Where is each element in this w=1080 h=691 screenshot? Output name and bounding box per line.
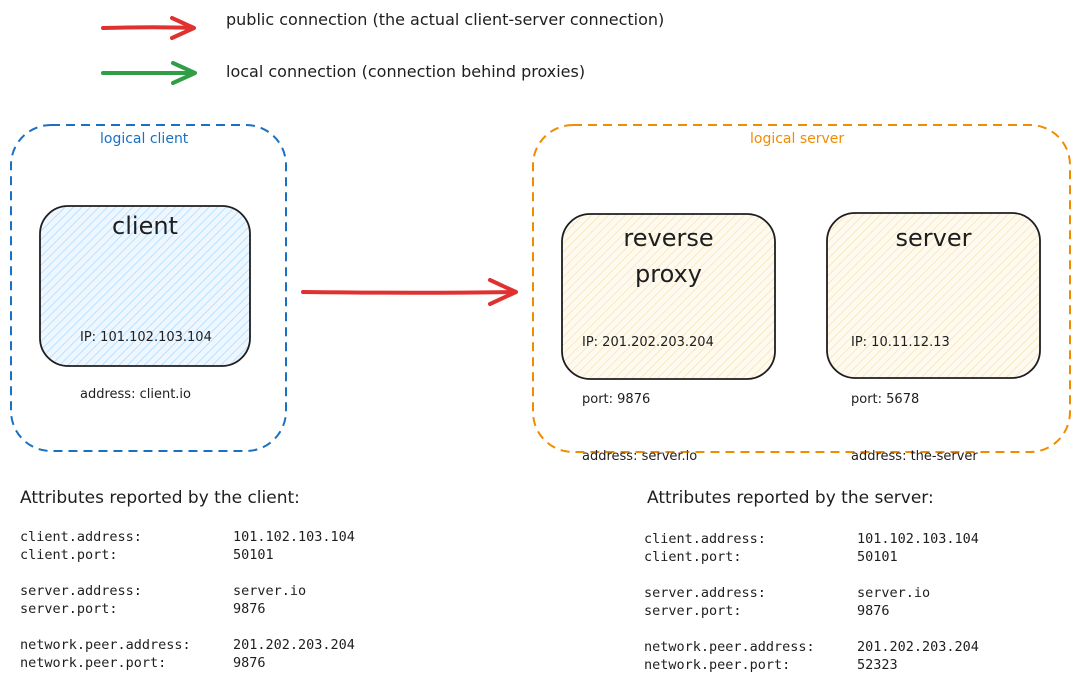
proxy-address-line: address: server.io xyxy=(582,449,698,464)
attr-value: 101.102.103.104 xyxy=(233,529,355,545)
attr-row: network.peer.port: 9876 xyxy=(20,654,355,672)
attr-key: client.port: xyxy=(20,547,118,563)
attr-value: 201.202.203.204 xyxy=(857,639,979,655)
logical-client-group xyxy=(10,124,287,452)
attr-value: 9876 xyxy=(857,603,890,619)
server-port-line: port: 5678 xyxy=(851,392,920,407)
attr-key: server.address: xyxy=(20,583,142,599)
attr-row: client.port: 50101 xyxy=(644,548,979,566)
attr-row: client.address: 101.102.103.104 xyxy=(644,530,979,548)
attr-key: network.peer.address: xyxy=(644,639,815,655)
attr-key: server.port: xyxy=(20,601,118,617)
attr-row: server.address: server.io xyxy=(20,582,355,600)
attr-key: network.peer.port: xyxy=(20,655,167,671)
attr-key: client.port: xyxy=(644,549,742,565)
logical-server-label: logical server xyxy=(750,131,845,147)
client-node xyxy=(39,205,251,367)
legend-local-label: local connection (connection behind prox… xyxy=(226,62,586,81)
attr-key: network.peer.port: xyxy=(644,657,791,673)
logical-client-label: logical client xyxy=(100,131,189,147)
server-ip-line: IP: 10.11.12.13 xyxy=(851,335,950,350)
attr-row: network.peer.port: 52323 xyxy=(644,656,979,674)
attr-key: network.peer.address: xyxy=(20,637,191,653)
attr-value: 9876 xyxy=(233,601,266,617)
attr-value: 50101 xyxy=(857,549,898,565)
proxy-port-line: port: 9876 xyxy=(582,392,651,407)
client-attributes-table: client.address: 101.102.103.104 client.p… xyxy=(20,528,355,672)
client-node-title: client xyxy=(112,212,178,240)
proxy-node-title-line2: proxy xyxy=(635,260,702,288)
attr-row: server.port: 9876 xyxy=(644,602,979,620)
client-attributes-title: Attributes reported by the client: xyxy=(20,488,300,508)
attr-value: 201.202.203.204 xyxy=(233,637,355,653)
legend-public-arrow xyxy=(101,16,196,40)
logical-server-group xyxy=(532,124,1071,453)
attr-value: server.io xyxy=(233,583,307,599)
server-attributes-title: Attributes reported by the server: xyxy=(647,488,934,508)
legend-public-label: public connection (the actual client-ser… xyxy=(226,10,665,29)
attr-row: server.address: server.io xyxy=(644,584,979,602)
attr-key: client.address: xyxy=(644,531,766,547)
client-node-details: IP: 101.102.103.104 address: client.io xyxy=(80,290,212,423)
proxy-node-details: IP: 201.202.203.204 port: 9876 address: … xyxy=(582,295,714,485)
client-address-line: address: client.io xyxy=(80,387,191,402)
server-node-title: server xyxy=(895,224,972,252)
reverse-proxy-node xyxy=(561,213,776,380)
server-address-line: address: the-server xyxy=(851,449,978,464)
attr-key: server.address: xyxy=(644,585,766,601)
attr-row: network.peer.address: 201.202.203.204 xyxy=(20,636,355,654)
attr-row: server.port: 9876 xyxy=(20,600,355,618)
attr-key: client.address: xyxy=(20,529,142,545)
legend-local-arrow xyxy=(101,61,197,85)
attr-key: server.port: xyxy=(644,603,742,619)
attr-value: 9876 xyxy=(233,655,266,671)
attr-value: 52323 xyxy=(857,657,898,673)
proxy-ip-line: IP: 201.202.203.204 xyxy=(582,335,714,350)
attr-value: 101.102.103.104 xyxy=(857,531,979,547)
proxy-node-title-line1: reverse xyxy=(623,224,714,252)
server-node-details: IP: 10.11.12.13 port: 5678 address: the-… xyxy=(851,295,978,485)
public-connection-arrow xyxy=(301,278,518,306)
attr-value: server.io xyxy=(857,585,931,601)
attr-row: network.peer.address: 201.202.203.204 xyxy=(644,638,979,656)
server-attributes-table: client.address: 101.102.103.104 client.p… xyxy=(644,530,979,674)
attr-value: 50101 xyxy=(233,547,274,563)
attr-row: client.address: 101.102.103.104 xyxy=(20,528,355,546)
client-ip-line: IP: 101.102.103.104 xyxy=(80,330,212,345)
server-node xyxy=(826,212,1041,379)
attr-row: client.port: 50101 xyxy=(20,546,355,564)
